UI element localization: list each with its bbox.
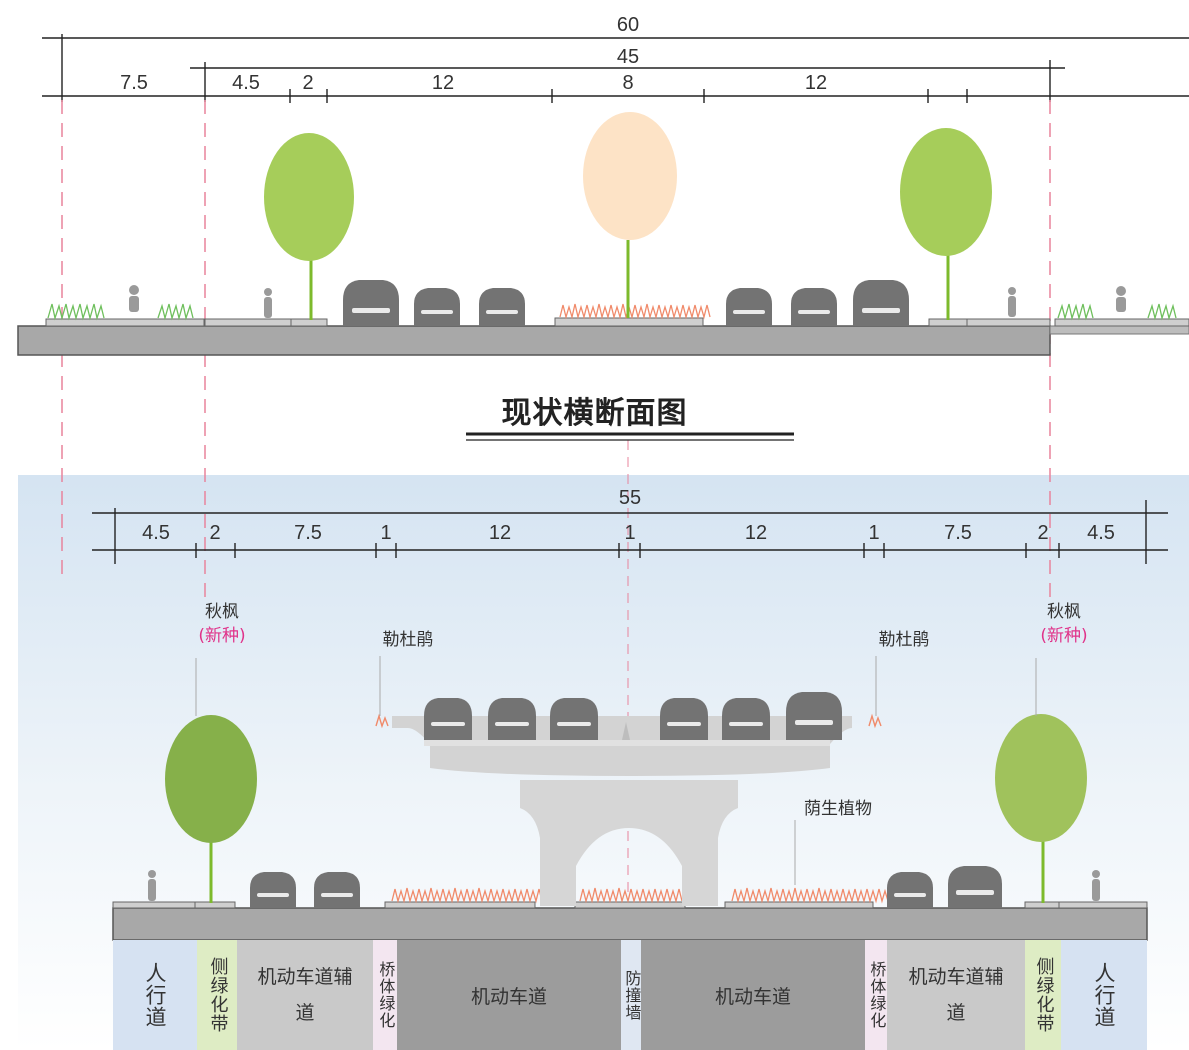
lane-label: 人行道 — [1092, 962, 1117, 1028]
car-icons-bridge — [424, 692, 842, 740]
viaduct-pier — [520, 780, 738, 906]
dim-seg: 12 — [488, 522, 512, 544]
flower-bed-icon — [391, 887, 901, 904]
plant-name: 秋枫 — [204, 602, 239, 622]
dim-seg: 7.5 — [120, 72, 148, 94]
dim-seg: 12 — [431, 72, 455, 94]
dim-seg: 2 — [209, 522, 221, 544]
tree-icon — [900, 128, 992, 320]
lane-label: 机动车道辅道 — [908, 966, 1004, 1024]
plant-label-left-bridge: 勒杜鹃 — [382, 630, 434, 650]
dim-seg: 7.5 — [944, 522, 972, 544]
plant-label-right-bridge: 勒杜鹃 — [878, 630, 930, 650]
plant-label-shade: 荫生植物 — [804, 799, 872, 819]
lane-label: 机动车道 — [470, 985, 547, 1008]
top-road-right-ext — [1049, 325, 1189, 335]
top-dimension-lines — [42, 34, 1189, 103]
lane-bridge-green-left: 桥体绿化 — [373, 940, 397, 1050]
dim-seg: 4.5 — [232, 72, 260, 94]
tree-icon — [583, 112, 677, 318]
tree-icon — [165, 715, 257, 903]
dim-seg: 2 — [1037, 522, 1049, 544]
lane-label: 桥体绿化 — [867, 961, 887, 1029]
lane-green-belt-right: 侧绿化带 — [1025, 940, 1061, 1050]
plant-note: (新种) — [198, 626, 246, 646]
lane-auxiliary-left: 机动车道辅道 — [237, 940, 373, 1050]
dim-seg: 1 — [624, 522, 636, 544]
lane-main-right: 机动车道 — [641, 940, 865, 1050]
dim-seg: 2 — [302, 72, 314, 94]
dim-seg: 12 — [744, 522, 768, 544]
lane-label: 侧绿化带 — [207, 957, 229, 1033]
lane-label: 人行道 — [143, 962, 168, 1028]
flower-bed-icon — [559, 303, 711, 320]
dim-seg: 4.5 — [1087, 522, 1115, 544]
tree-icon — [995, 714, 1087, 903]
lane-crash-wall: 防撞墙 — [621, 940, 641, 1050]
lane-main-left: 机动车道 — [397, 940, 621, 1050]
dim-seg: 1 — [380, 522, 392, 544]
lane-label: 机动车道 — [714, 985, 791, 1008]
lane-label: 防撞墙 — [622, 969, 642, 1021]
grass-icon — [47, 303, 1177, 321]
pedestrian-icon — [129, 285, 1126, 318]
tree-icon — [264, 133, 354, 320]
plant-label-right-tree: 秋枫 (新种) — [1040, 600, 1087, 648]
lane-label: 机动车道辅道 — [257, 966, 353, 1024]
leader-lines — [195, 656, 1037, 885]
dim-seg: 7.5 — [294, 522, 322, 544]
lane-label: 桥体绿化 — [376, 961, 396, 1029]
dim-red-45: 45 — [616, 46, 640, 68]
plant-label-left-tree: 秋枫 (新种) — [198, 600, 245, 648]
dim-seg: 1 — [868, 522, 880, 544]
plant-name: 秋枫 — [1046, 602, 1081, 622]
dim-seg: 4.5 — [142, 522, 170, 544]
dim-total-60: 60 — [616, 14, 640, 36]
car-icons-ground — [250, 866, 1002, 908]
lane-sidewalk-left: 人行道 — [113, 940, 197, 1050]
lane-bridge-green-right: 桥体绿化 — [865, 940, 887, 1050]
lane-label: 侧绿化带 — [1033, 957, 1055, 1033]
bottom-dimension-lines — [92, 500, 1168, 564]
dim-seg: 12 — [804, 72, 828, 94]
car-icons-top — [343, 280, 909, 326]
dim-seg: 8 — [622, 72, 634, 94]
dim-total-55: 55 — [618, 487, 642, 509]
lane-green-belt-left: 侧绿化带 — [197, 940, 237, 1050]
pedestrian-icon — [148, 870, 1100, 901]
lane-sidewalk-right: 人行道 — [1061, 940, 1147, 1050]
plant-note: (新种) — [1040, 626, 1088, 646]
ground-road-slab — [112, 907, 1148, 941]
top-road-slab — [17, 325, 1051, 356]
page-title: 现状横断面图 — [501, 396, 688, 431]
lane-auxiliary-right: 机动车道辅道 — [887, 940, 1025, 1050]
